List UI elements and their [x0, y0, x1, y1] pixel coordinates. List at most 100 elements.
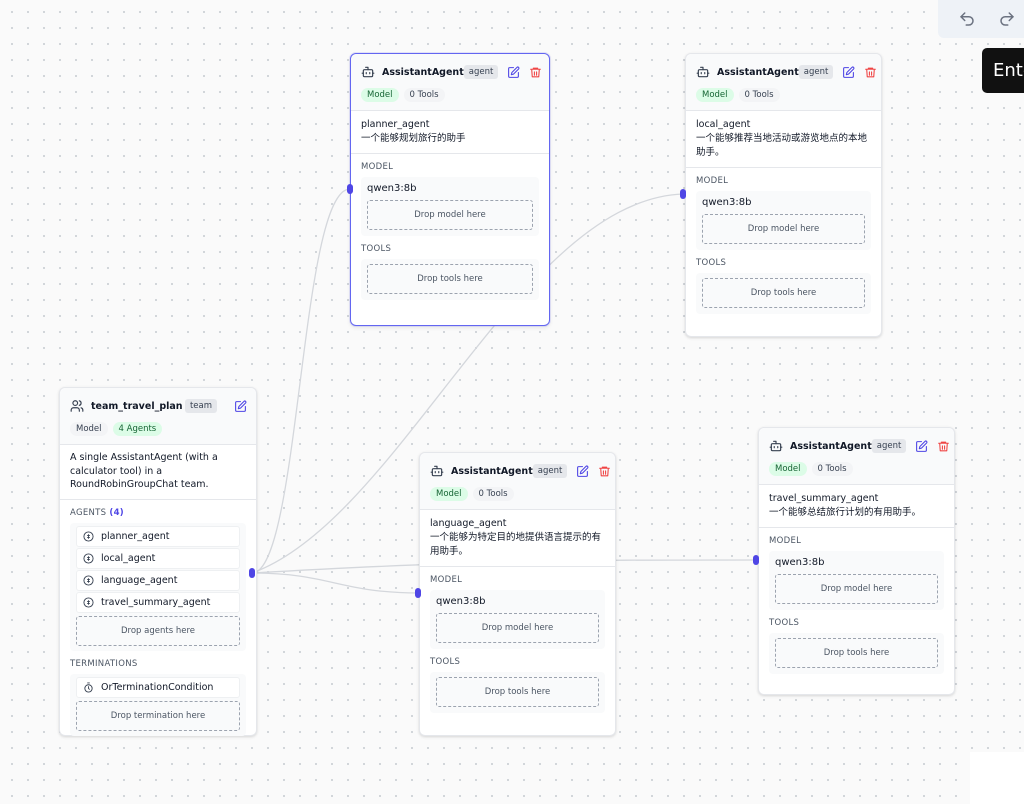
team-node[interactable]: team_travel_plan team Model 4 Agents A s…	[59, 387, 257, 736]
language-input-handle[interactable]	[415, 588, 421, 598]
agent-name: travel_summary_agent	[769, 493, 879, 504]
model-name: qwen3:8b	[775, 557, 825, 568]
terminations-label: TERMINATIONS	[70, 658, 138, 669]
agents-count: (4)	[109, 507, 124, 518]
edit-icon[interactable]	[507, 66, 520, 79]
users-icon	[70, 400, 84, 412]
trash-icon[interactable]	[598, 465, 611, 478]
agent-description-text: 一个能够为特定目的地提供语言提示的有用助手。	[430, 532, 602, 557]
agent-description: planner_agent 一个能够规划旅行的助手	[351, 111, 549, 154]
local-agent-node[interactable]: AssistantAgent agent Model 0 Tools local…	[685, 53, 882, 337]
bot-icon	[361, 66, 375, 78]
agent-type-badge: agent	[871, 439, 907, 453]
agent-description-text: 一个能够规划旅行的助手	[361, 133, 466, 144]
model-section: MODEL qwen3:8b Drop model here	[351, 154, 549, 236]
agents-count-pill: 4 Agents	[112, 422, 163, 436]
bot-circle-icon	[83, 552, 94, 564]
model-pill: Model	[696, 88, 734, 102]
team-output-handle[interactable]	[249, 568, 255, 578]
planner-input-handle[interactable]	[347, 184, 353, 194]
model-label: MODEL	[769, 536, 802, 546]
drop-tools-zone[interactable]: Drop tools here	[702, 278, 865, 308]
tools-count-pill: 0 Tools	[738, 88, 780, 102]
summary-agent-node[interactable]: AssistantAgent agent Model 0 Tools trave…	[758, 427, 955, 695]
tools-count-pill: 0 Tools	[403, 88, 445, 102]
team-node-header: team_travel_plan team Model 4 Agents	[60, 388, 256, 445]
agent-name: local_agent	[696, 119, 751, 130]
trash-icon[interactable]	[937, 440, 950, 453]
model-label: MODEL	[696, 176, 729, 186]
agent-title: AssistantAgent	[790, 440, 872, 452]
agent-type-badge: agent	[532, 464, 568, 478]
agent-name: travel_summary_agent	[101, 596, 211, 608]
model-pill: Model	[430, 487, 468, 501]
model-section: MODEL qwen3:8b Drop model here	[759, 528, 954, 610]
language-agent-node[interactable]: AssistantAgent agent Model 0 Tools langu…	[419, 452, 616, 736]
model-name: qwen3:8b	[367, 183, 417, 194]
model-pill: Model	[361, 88, 399, 102]
model-label: MODEL	[430, 575, 463, 585]
tooltip: Ente	[982, 48, 1024, 93]
local-input-handle[interactable]	[680, 189, 686, 199]
edit-icon[interactable]	[234, 400, 247, 413]
planner-agent-node[interactable]: AssistantAgent agent Model 0 Tools plann…	[350, 53, 550, 326]
drop-termination-zone[interactable]: Drop termination here	[76, 700, 240, 731]
agent-description: language_agent 一个能够为特定目的地提供语言提示的有用助手。	[420, 510, 615, 567]
tools-count-pill: 0 Tools	[811, 462, 853, 476]
bot-circle-icon	[83, 574, 94, 586]
tools-section: TOOLS Drop tools here	[420, 649, 615, 713]
agent-description: travel_summary_agent 一个能够总结旅行计划的有用助手。	[759, 485, 954, 528]
tools-label: TOOLS	[430, 657, 461, 667]
agent-description-text: 一个能够总结旅行计划的有用助手。	[769, 507, 922, 518]
trash-icon[interactable]	[864, 66, 877, 79]
bot-circle-icon	[83, 530, 94, 542]
model-pill: Model	[70, 422, 108, 436]
agent-description: local_agent 一个能够推荐当地活动或游览地点的本地助手。	[686, 111, 881, 168]
tooltip-text: Ente	[993, 60, 1024, 81]
edit-icon[interactable]	[842, 66, 855, 79]
team-description-text: A single AssistantAgent (with a calculat…	[70, 452, 218, 490]
agent-title: AssistantAgent	[382, 66, 464, 78]
trash-icon[interactable]	[529, 66, 542, 79]
drop-model-zone[interactable]: Drop model here	[436, 613, 599, 643]
bot-icon	[769, 440, 783, 452]
agent-name: planner_agent	[101, 530, 170, 542]
agent-description-text: 一个能够推荐当地活动或游览地点的本地助手。	[696, 133, 868, 158]
edit-icon[interactable]	[576, 465, 589, 478]
redo-button[interactable]	[998, 10, 1016, 28]
agent-list-item-local[interactable]: local_agent	[76, 547, 240, 569]
drop-model-zone[interactable]: Drop model here	[775, 574, 938, 604]
tools-count-pill: 0 Tools	[472, 487, 514, 501]
drop-tools-zone[interactable]: Drop tools here	[367, 264, 533, 294]
agent-title: AssistantAgent	[451, 465, 533, 477]
agent-name: language_agent	[101, 574, 178, 586]
agent-list-item-summary[interactable]: travel_summary_agent	[76, 591, 240, 613]
agent-list-item-language[interactable]: language_agent	[76, 569, 240, 591]
termination-item[interactable]: OrTerminationCondition	[76, 676, 240, 698]
agents-label: AGENTS	[70, 507, 107, 518]
drop-tools-zone[interactable]: Drop tools here	[436, 677, 599, 707]
edge-team-language	[251, 572, 420, 594]
bot-icon	[430, 465, 444, 477]
agent-type-badge: agent	[798, 65, 834, 79]
drop-tools-zone[interactable]: Drop tools here	[775, 638, 938, 668]
tools-section: TOOLS Drop tools here	[351, 236, 549, 300]
drop-model-zone[interactable]: Drop model here	[702, 214, 865, 244]
agent-name: planner_agent	[361, 119, 430, 130]
undo-button[interactable]	[958, 10, 976, 28]
team-title: team_travel_plan	[91, 400, 183, 412]
tools-label: TOOLS	[361, 244, 392, 254]
edit-icon[interactable]	[915, 440, 928, 453]
agent-name: local_agent	[101, 552, 156, 564]
drop-agents-zone[interactable]: Drop agents here	[76, 615, 240, 646]
timer-icon	[84, 681, 93, 693]
edge-team-planner	[251, 188, 351, 574]
bot-circle-icon	[83, 596, 94, 608]
team-description: A single AssistantAgent (with a calculat…	[60, 445, 256, 500]
drop-model-zone[interactable]: Drop model here	[367, 200, 533, 230]
canvas-toolbar	[938, 0, 1024, 38]
tools-section: TOOLS Drop tools here	[759, 610, 954, 674]
agent-list-item-planner[interactable]: planner_agent	[76, 525, 240, 547]
model-name: qwen3:8b	[702, 197, 752, 208]
summary-input-handle[interactable]	[753, 555, 759, 565]
